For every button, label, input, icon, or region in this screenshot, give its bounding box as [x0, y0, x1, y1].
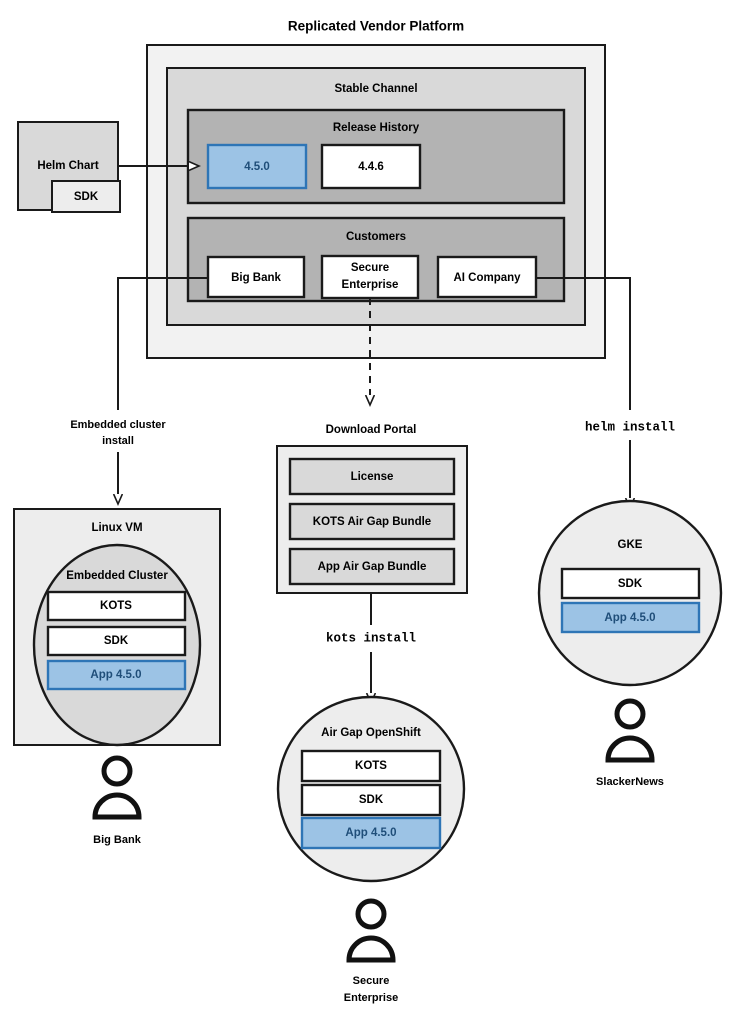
openshift-component-app-label: App 4.5.0: [345, 827, 396, 839]
customer-card-ai-company[interactable]: [436, 255, 538, 299]
actor-head-icon: [355, 898, 387, 930]
actor-secure-enterprise-label-line2: Enterprise: [344, 992, 398, 1004]
release-version-4-5-0: 4.5.0: [244, 161, 270, 173]
actor-body-icon: [605, 735, 655, 763]
actor-big-bank: [92, 755, 142, 820]
install-path-embedded-label-line2: install: [102, 435, 134, 447]
customer-card-secure-enterprise[interactable]: [320, 254, 420, 300]
gke-component-app[interactable]: [560, 601, 701, 634]
download-artifact-app-bundle[interactable]: [288, 547, 456, 586]
embedded-cluster-label: Embedded Cluster: [66, 570, 168, 582]
linux-vm-component-sdk[interactable]: [46, 625, 187, 657]
download-artifact-license[interactable]: [288, 457, 456, 496]
target-air-gap-openshift-label: Air Gap OpenShift: [321, 727, 421, 739]
page-title: Replicated Vendor Platform: [288, 19, 464, 34]
linux-vm-component-kots[interactable]: [46, 590, 187, 622]
customer-name-secure-enterprise-line2: Enterprise: [342, 279, 399, 291]
download-artifact-app-bundle-label: App Air Gap Bundle: [318, 561, 427, 573]
connector-ai-company-to-gke: [536, 277, 631, 410]
linux-vm-component-app[interactable]: [46, 659, 187, 691]
download-portal-label: Download Portal: [326, 424, 417, 436]
linux-vm-component-kots-label: KOTS: [100, 600, 132, 612]
download-artifact-kots-bundle[interactable]: [288, 502, 456, 541]
gke-component-sdk-label: SDK: [618, 578, 643, 590]
stable-channel-label: Stable Channel: [334, 83, 417, 95]
download-artifact-license-label: License: [351, 471, 394, 483]
customer-card-big-bank[interactable]: [206, 255, 306, 299]
target-gke-label: GKE: [618, 539, 643, 551]
target-linux-vm-label: Linux VM: [91, 522, 142, 534]
release-card-4-5-0[interactable]: [206, 143, 308, 190]
openshift-component-kots[interactable]: [300, 749, 442, 783]
helm-chart-label: Helm Chart: [37, 160, 99, 172]
actor-head-icon: [614, 698, 646, 730]
install-path-helm-label: helm install: [585, 420, 675, 434]
openshift-component-kots-label: KOTS: [355, 760, 387, 772]
connector-big-bank-to-linux-vm: [117, 277, 208, 410]
install-path-kots-label: kots install: [326, 631, 416, 645]
actor-secure-enterprise: [346, 898, 396, 963]
actor-body-icon: [346, 935, 396, 963]
actor-secure-enterprise-label-line1: Secure: [353, 975, 390, 987]
openshift-component-sdk-label: SDK: [359, 794, 384, 806]
actor-head-icon: [101, 755, 133, 787]
linux-vm-component-app-label: App 4.5.0: [90, 669, 141, 681]
gke-component-sdk[interactable]: [560, 567, 701, 600]
openshift-component-sdk[interactable]: [300, 783, 442, 817]
customer-name-big-bank: Big Bank: [231, 272, 281, 284]
customer-name-ai-company: AI Company: [453, 272, 521, 284]
customers-label: Customers: [346, 231, 406, 243]
actor-body-icon: [92, 792, 142, 820]
gke-component-app-label: App 4.5.0: [604, 612, 655, 624]
linux-vm-component-sdk-label: SDK: [104, 635, 129, 647]
actor-slackernews-label: SlackerNews: [596, 776, 664, 788]
install-path-embedded-label-line1: Embedded cluster: [70, 419, 166, 431]
actor-slackernews: [605, 698, 655, 763]
release-version-4-4-6: 4.4.6: [358, 161, 384, 173]
helm-chart-sdk-label: SDK: [74, 191, 99, 203]
download-artifact-kots-bundle-label: KOTS Air Gap Bundle: [313, 516, 431, 528]
helm-chart-sdk-box[interactable]: [51, 180, 121, 213]
release-card-4-4-6[interactable]: [320, 143, 422, 190]
openshift-component-app[interactable]: [300, 816, 442, 850]
release-history-label: Release History: [333, 122, 420, 134]
actor-big-bank-label: Big Bank: [93, 834, 142, 846]
customer-name-secure-enterprise-line1: Secure: [351, 262, 389, 274]
